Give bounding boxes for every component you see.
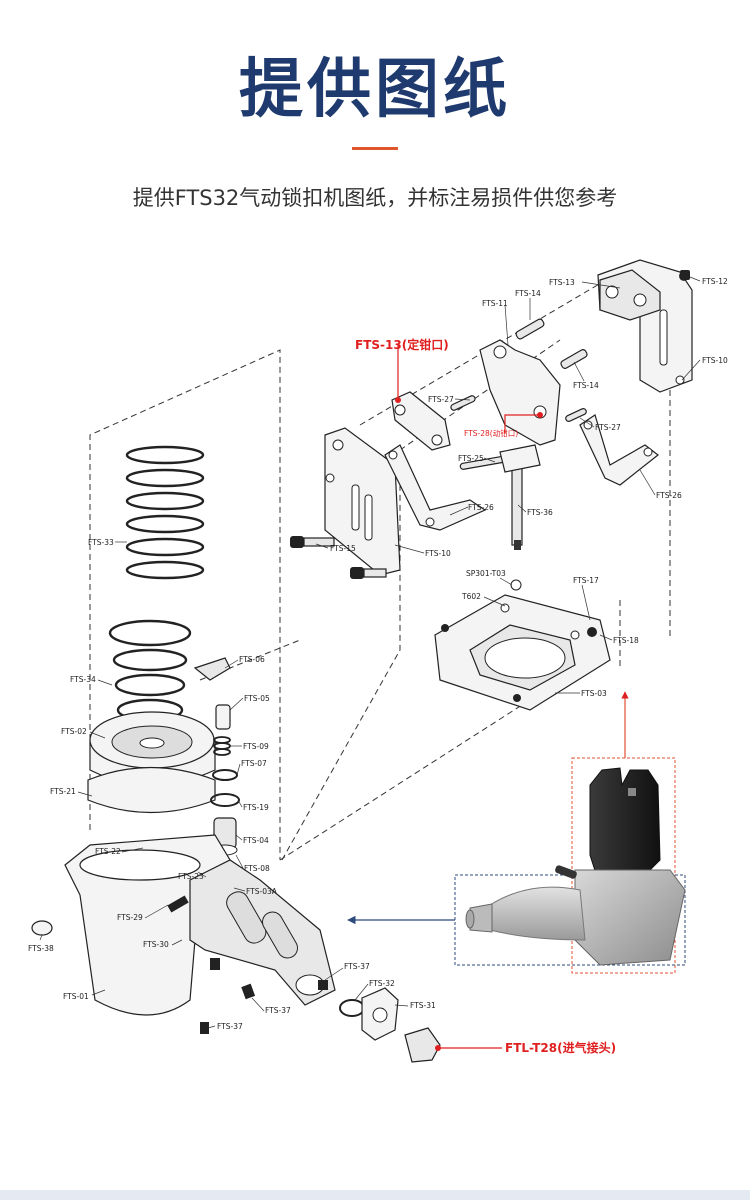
- label-fts11: FTS-11: [482, 299, 508, 308]
- label-fts22: FTS-22: [95, 847, 121, 856]
- label-fts14a: FTS-14: [515, 289, 541, 298]
- label-fts31: FTS-31: [410, 1001, 436, 1010]
- label-fts30: FTS-30: [143, 940, 169, 949]
- label-fts04: FTS-04: [243, 836, 269, 845]
- product-photo: [454, 757, 686, 974]
- spring-fts33: [125, 445, 205, 580]
- label-fts01: FTS-01: [63, 992, 89, 1001]
- label-fts19: FTS-19: [243, 803, 269, 812]
- part-labels: FTS-12 FTS-13 FTS-14 FTS-11 FTS-10 FTS-1…: [28, 277, 728, 1031]
- title-divider: [352, 147, 398, 150]
- leader-lines: [39, 276, 701, 1029]
- piston-fts02: [87, 711, 216, 814]
- label-fts10a: FTS-10: [702, 356, 728, 365]
- label-fts06: FTS-06: [239, 655, 265, 664]
- label-fts14b: FTS-14: [573, 381, 599, 390]
- label-fts15: FTS-15: [330, 544, 356, 553]
- exploded-parts-diagram: FTS-12 FTS-13 FTS-14 FTS-11 FTS-10 FTS-1…: [28, 259, 728, 1063]
- label-fts25: FTS-25: [458, 454, 484, 463]
- callout-fixed-jaw: FTS-13(定钳口): [355, 337, 449, 352]
- label-fts03a: FTS-03A: [246, 887, 278, 896]
- page-subtitle: 提供FTS32气动锁扣机图纸，并标注易损件供您参考: [132, 186, 618, 210]
- label-fts34: FTS-34: [70, 675, 96, 684]
- label-fts02: FTS-02: [61, 727, 87, 736]
- main-body-fts01: [64, 834, 336, 1016]
- label-fts17: FTS-17: [573, 576, 599, 585]
- callout-arrows: [347, 345, 629, 1051]
- callout-moving-jaw: FTS-28(动钳口): [464, 428, 518, 438]
- jaw-assembly: [290, 259, 693, 579]
- label-fts37b: FTS-37: [265, 1006, 291, 1015]
- bottom-bar: [0, 1190, 750, 1200]
- label-fts12: FTS-12: [702, 277, 728, 286]
- callout-air-inlet: FTL-T28(进气接头): [505, 1040, 616, 1055]
- label-fts23: FTS-23: [178, 872, 204, 881]
- label-fts33: FTS-33: [88, 538, 114, 547]
- label-fts05: FTS-05: [244, 694, 270, 703]
- label-fts37a: FTS-37: [344, 962, 370, 971]
- label-fts26b: FTS-26: [468, 503, 494, 512]
- label-fts27a: FTS-27: [428, 395, 454, 404]
- page-title: 提供图纸: [239, 53, 511, 127]
- label-fts08: FTS-08: [244, 864, 270, 873]
- bolt-fts15: [290, 536, 387, 579]
- label-fts37c: FTS-37: [217, 1022, 243, 1031]
- label-fts27b: FTS-27: [595, 423, 621, 432]
- label-fts09: FTS-09: [243, 742, 269, 751]
- label-fts26a: FTS-26: [656, 491, 682, 500]
- loose-bottom-parts: [31, 920, 441, 1063]
- base-plate-fts03: [434, 579, 611, 711]
- label-fts07: FTS-07: [241, 759, 267, 768]
- label-fts18: FTS-18: [613, 636, 639, 645]
- label-fts38: FTS-38: [28, 944, 54, 953]
- label-fts10b: FTS-10: [425, 549, 451, 558]
- label-fts32: FTS-32: [369, 979, 395, 988]
- wear-part-callouts: FTS-13(定钳口) FTS-28(动钳口) FTL-T28(进气接头): [355, 337, 616, 1055]
- label-fts03: FTS-03: [581, 689, 607, 698]
- label-t602: T602: [461, 592, 481, 601]
- label-fts21: FTS-21: [50, 787, 76, 796]
- label-fts29: FTS-29: [117, 913, 143, 922]
- label-sp301: SP301-T03: [466, 569, 506, 578]
- label-fts13: FTS-13: [549, 278, 575, 287]
- label-fts36: FTS-36: [527, 508, 553, 517]
